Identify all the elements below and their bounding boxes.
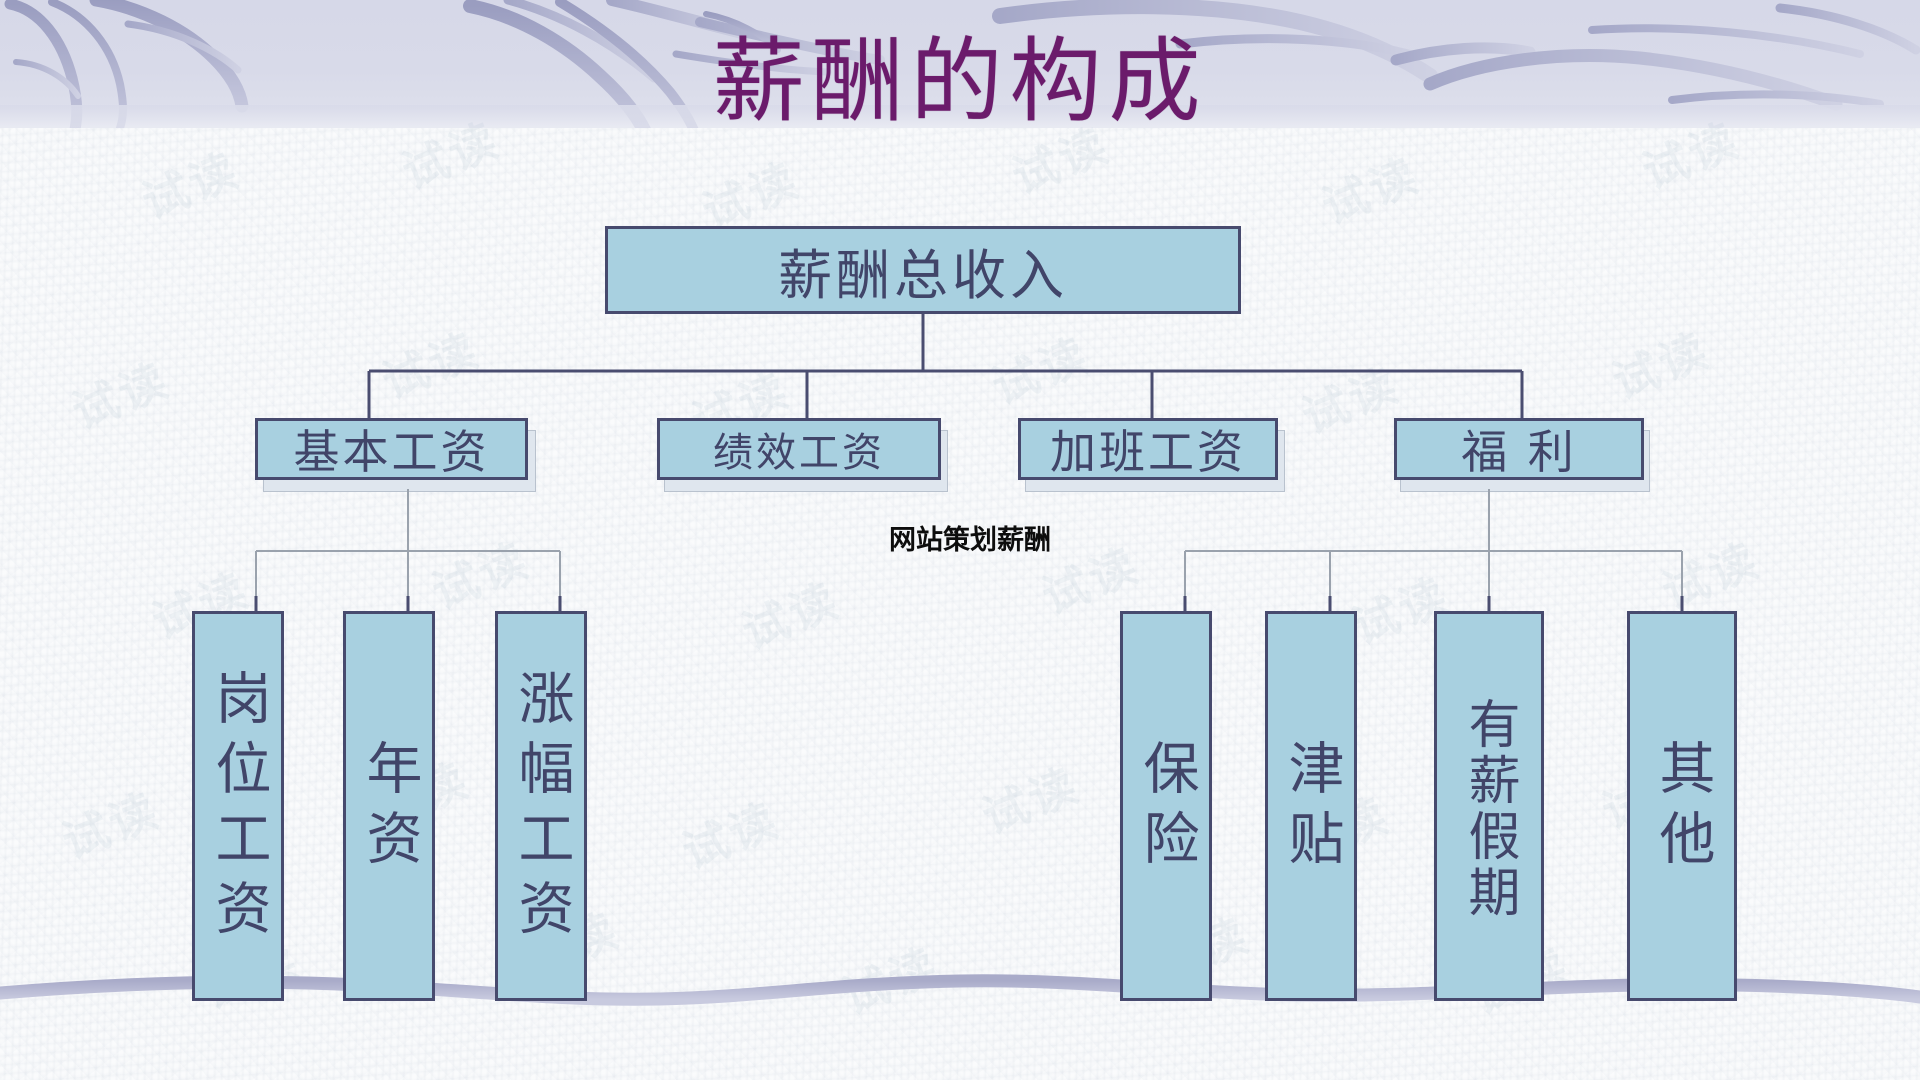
watermark-text: 试读: [974, 757, 1088, 845]
node-total-compensation[interactable]: 薪酬总收入: [605, 226, 1241, 314]
node-position-salary[interactable]: 岗位工资: [192, 611, 284, 1001]
watermark-text: 试读: [64, 352, 178, 440]
node-label: 绩效工资: [713, 430, 885, 476]
slide-title: 薪酬的构成: [712, 28, 1208, 135]
node-overtime-salary[interactable]: 加班工资: [1018, 418, 1278, 480]
node-label: 涨幅工资: [509, 669, 574, 949]
node-label: 其他: [1650, 739, 1715, 879]
watermark-text: 试读: [134, 142, 248, 230]
watermark-text: 试读: [1294, 357, 1408, 445]
watermark-text: 试读: [1604, 322, 1718, 410]
node-benefits[interactable]: 福 利: [1394, 418, 1644, 480]
node-paid-leave[interactable]: 有薪假期: [1434, 611, 1544, 1001]
node-allowance[interactable]: 津贴: [1265, 611, 1357, 1001]
watermark-text: 试读: [374, 322, 488, 410]
caption-website-planning-compensation: 网站策划薪酬: [889, 525, 1051, 556]
watermark-text: 试读: [674, 792, 788, 880]
node-label: 津贴: [1279, 739, 1344, 879]
node-label: 福 利: [1461, 425, 1577, 479]
node-label: 薪酬总收入: [778, 243, 1068, 307]
watermark-text: 试读: [734, 572, 848, 660]
node-label: 加班工资: [1050, 425, 1246, 479]
node-label: 保险: [1134, 739, 1199, 879]
node-other[interactable]: 其他: [1627, 611, 1737, 1001]
node-label: 基本工资: [293, 425, 490, 479]
brush-stroke-decoration-icon: [4, 0, 1920, 128]
node-basic-salary[interactable]: 基本工资: [255, 418, 528, 480]
node-performance-salary[interactable]: 绩效工资: [657, 418, 941, 480]
node-increment-salary[interactable]: 涨幅工资: [495, 611, 587, 1001]
node-label: 岗位工资: [206, 669, 271, 949]
watermark-text: 试读: [984, 327, 1098, 415]
watermark-text: 试读: [1314, 147, 1428, 235]
node-seniority-pay[interactable]: 年资: [343, 611, 435, 1001]
watermark-text: 试读: [424, 532, 538, 620]
watermark-text: 试读: [54, 782, 168, 870]
watermark-text: 试读: [1654, 532, 1768, 620]
node-label: 有薪假期: [1459, 697, 1519, 921]
node-insurance[interactable]: 保险: [1120, 611, 1212, 1001]
node-label: 年资: [357, 739, 422, 879]
